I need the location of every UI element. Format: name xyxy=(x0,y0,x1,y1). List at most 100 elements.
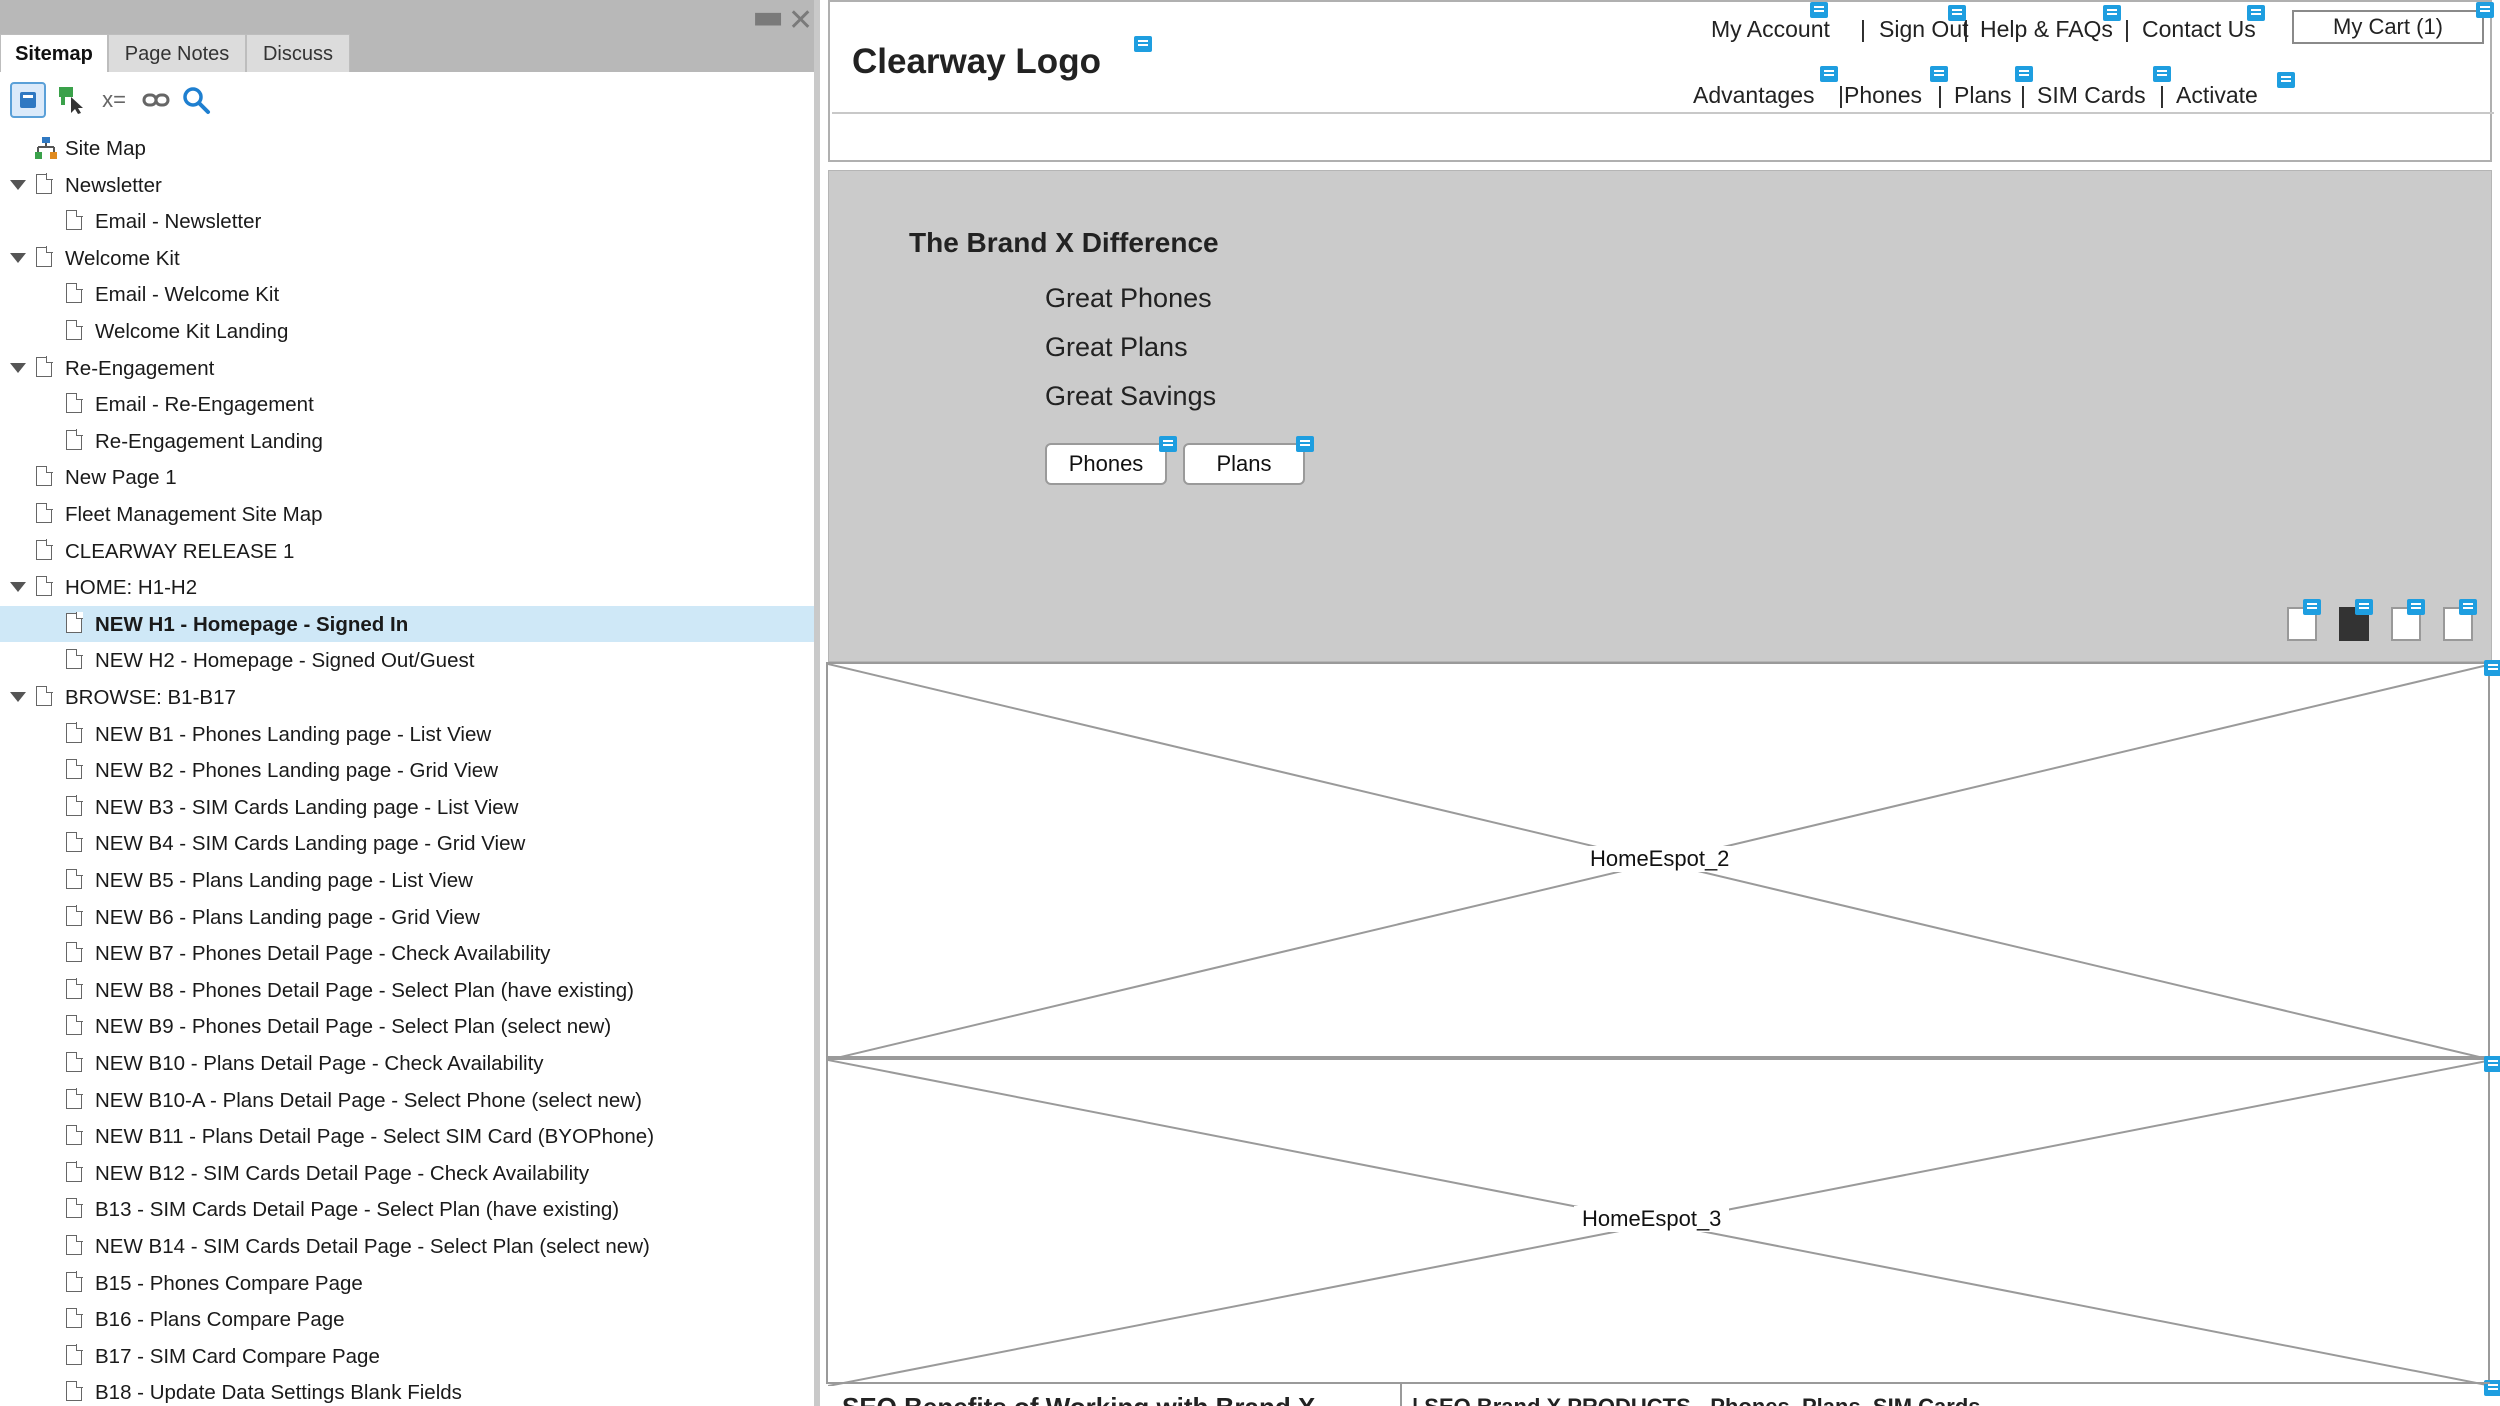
tab-discuss[interactable]: Discuss xyxy=(246,34,350,72)
tree-item[interactable]: NEW B11 - Plans Detail Page - Select SIM… xyxy=(0,1118,814,1155)
close-icon[interactable]: ✕ xyxy=(788,3,814,38)
note-icon[interactable] xyxy=(2277,72,2295,88)
page-icon xyxy=(66,282,83,304)
tree-item[interactable]: Site Map xyxy=(0,130,814,167)
note-icon[interactable] xyxy=(1810,2,1828,18)
tree-item[interactable]: Email - Newsletter xyxy=(0,203,814,240)
hero-plans-button[interactable]: Plans xyxy=(1183,443,1305,485)
tree-item[interactable]: NEW B4 - SIM Cards Landing page - Grid V… xyxy=(0,825,814,862)
page-icon xyxy=(66,1271,83,1292)
tree-item-label: HOME: H1-H2 xyxy=(65,576,198,600)
tree-item[interactable]: NEW B2 - Phones Landing page - Grid View xyxy=(0,752,814,789)
tree-item[interactable]: CLEARWAY RELEASE 1 xyxy=(0,533,814,570)
tree-item[interactable]: NEW H2 - Homepage - Signed Out/Guest xyxy=(0,642,814,679)
tree-item[interactable]: NEW B5 - Plans Landing page - List View xyxy=(0,862,814,899)
note-icon[interactable] xyxy=(1134,36,1152,52)
tree-item-label: Welcome Kit Landing xyxy=(95,320,289,343)
tree-item-label: Email - Re-Engagement xyxy=(95,393,314,417)
add-folder-pointer-icon[interactable] xyxy=(54,82,90,118)
contact-us-link[interactable]: Contact Us xyxy=(2142,16,2256,42)
tree-item[interactable]: Newsletter xyxy=(0,167,814,204)
nav-phones[interactable]: Phones xyxy=(1844,82,1923,108)
page-icon xyxy=(36,539,53,560)
page-icon xyxy=(66,1088,83,1109)
note-icon[interactable] xyxy=(2153,66,2171,82)
note-icon[interactable] xyxy=(1159,436,1177,452)
expand-caret-icon[interactable] xyxy=(10,582,26,593)
hero-phones-button[interactable]: Phones xyxy=(1045,443,1167,485)
tree-item[interactable]: NEW B9 - Phones Detail Page - Select Pla… xyxy=(0,1008,814,1045)
tree-item[interactable]: Email - Re-Engagement xyxy=(0,386,814,423)
tree-item[interactable]: HOME: H1-H2 xyxy=(0,569,814,606)
carousel-dot[interactable] xyxy=(2391,607,2421,641)
tree-item[interactable]: B16 - Plans Compare Page xyxy=(0,1301,814,1338)
tree-item[interactable]: B17 - SIM Card Compare Page xyxy=(0,1338,814,1375)
expand-caret-icon[interactable] xyxy=(10,252,26,263)
note-icon[interactable] xyxy=(2407,599,2425,615)
page-icon xyxy=(66,1197,83,1219)
add-page-icon[interactable] xyxy=(10,82,46,118)
note-icon[interactable] xyxy=(2484,1056,2500,1072)
tree-item-label: NEW B14 - SIM Cards Detail Page - Select… xyxy=(95,1235,650,1258)
tree-item[interactable]: Welcome Kit xyxy=(0,240,814,277)
tree-item[interactable]: NEW B10 - Plans Detail Page - Check Avai… xyxy=(0,1045,814,1082)
expand-caret-icon[interactable] xyxy=(10,179,26,190)
nav-sim-cards[interactable]: SIM Cards xyxy=(2037,82,2146,108)
minimize-icon[interactable]: ▬ xyxy=(752,0,785,37)
page-icon xyxy=(66,1380,83,1402)
note-icon[interactable] xyxy=(2103,5,2121,21)
tree-item[interactable]: NEW B10-A - Plans Detail Page - Select P… xyxy=(0,1082,814,1119)
tree-item[interactable]: NEW B12 - SIM Cards Detail Page - Check … xyxy=(0,1155,814,1192)
tree-item[interactable]: NEW B1 - Phones Landing page - List View xyxy=(0,716,814,753)
tree-item[interactable]: NEW B6 - Plans Landing page - Grid View xyxy=(0,899,814,936)
tree-item[interactable]: NEW B8 - Phones Detail Page - Select Pla… xyxy=(0,972,814,1009)
tree-item[interactable]: Re-Engagement Landing xyxy=(0,423,814,460)
note-icon[interactable] xyxy=(2484,1380,2500,1396)
site-logo: Clearway Logo xyxy=(852,42,1101,81)
expand-caret-icon[interactable] xyxy=(10,362,26,373)
tab-sitemap[interactable]: Sitemap xyxy=(0,34,108,72)
hero-item: Great Plans xyxy=(1045,332,1188,362)
hero-item: Great Phones xyxy=(1045,283,1212,313)
tree-item[interactable]: NEW B3 - SIM Cards Landing page - List V… xyxy=(0,789,814,826)
espot-placeholder: HomeEspot_2 xyxy=(826,660,2500,1060)
tree-item[interactable]: BROWSE: B1-B17 xyxy=(0,679,814,716)
tree-item[interactable]: Fleet Management Site Map xyxy=(0,496,814,533)
page-icon xyxy=(36,173,53,194)
expand-caret-icon[interactable] xyxy=(10,692,26,702)
link-icon[interactable] xyxy=(138,82,174,118)
note-icon[interactable] xyxy=(1296,436,1314,452)
nav-activate[interactable]: Activate xyxy=(2176,82,2258,108)
page-icon xyxy=(66,1344,83,1365)
nav-advantages[interactable]: Advantages xyxy=(1693,82,1815,108)
note-icon[interactable] xyxy=(1820,66,1838,82)
tree-item[interactable]: B13 - SIM Cards Detail Page - Select Pla… xyxy=(0,1191,814,1228)
note-icon[interactable] xyxy=(1930,66,1948,82)
tree-item[interactable]: Email - Welcome Kit xyxy=(0,276,814,313)
note-icon[interactable] xyxy=(2476,2,2494,18)
tree-item[interactable]: B18 - Update Data Settings Blank Fields xyxy=(0,1374,814,1406)
search-icon[interactable] xyxy=(178,82,214,118)
note-icon[interactable] xyxy=(2459,599,2477,615)
tree-item[interactable]: New Page 1 xyxy=(0,459,814,496)
tree-item[interactable]: Re-Engagement xyxy=(0,350,814,387)
tree-item[interactable]: B15 - Phones Compare Page xyxy=(0,1265,814,1302)
note-icon[interactable] xyxy=(2484,660,2500,676)
tree-item[interactable]: NEW B14 - SIM Cards Detail Page - Select… xyxy=(0,1228,814,1265)
nav-plans[interactable]: Plans xyxy=(1954,82,2012,108)
tree-item[interactable]: Welcome Kit Landing xyxy=(0,313,814,350)
note-icon[interactable] xyxy=(2355,599,2373,615)
note-icon[interactable] xyxy=(2303,599,2321,615)
help-faqs-link[interactable]: Help & FAQs xyxy=(1980,16,2113,42)
my-account-link[interactable]: My Account xyxy=(1711,16,1830,42)
note-icon[interactable] xyxy=(1948,5,1966,21)
my-cart-button[interactable]: My Cart (1) xyxy=(2292,10,2484,44)
note-icon[interactable] xyxy=(2247,5,2265,21)
tab-page-notes[interactable]: Page Notes xyxy=(108,34,246,72)
tree-item-label: B17 - SIM Card Compare Page xyxy=(95,1344,380,1368)
tree-item-label: NEW H1 - Homepage - Signed In xyxy=(95,612,409,636)
tree-item[interactable]: NEW B7 - Phones Detail Page - Check Avai… xyxy=(0,935,814,972)
tree-item[interactable]: NEW H1 - Homepage - Signed In xyxy=(0,605,814,643)
note-icon[interactable] xyxy=(2015,66,2033,82)
variable-icon[interactable]: x= xyxy=(102,87,126,112)
